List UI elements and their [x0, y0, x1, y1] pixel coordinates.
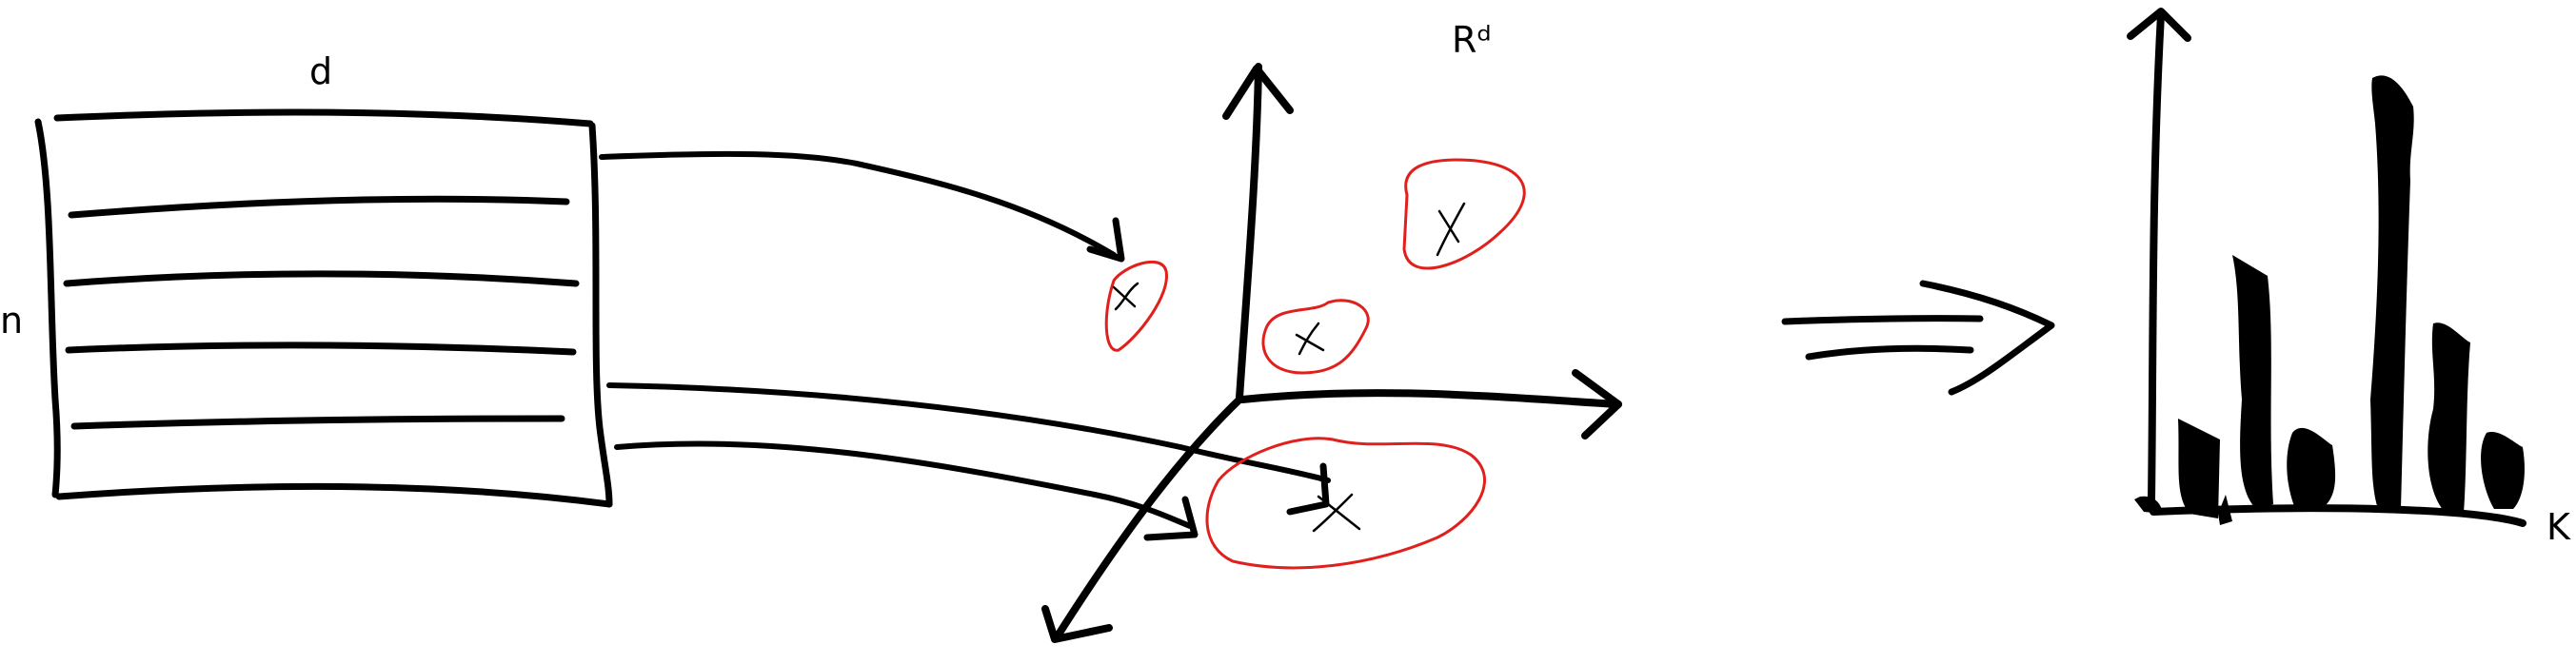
- histogram-bar-3: [2287, 427, 2336, 506]
- clusters: [1104, 158, 1526, 570]
- matrix-right-edge: [588, 122, 613, 508]
- point-1: [1112, 282, 1139, 311]
- cluster-outline-2: [1402, 158, 1526, 270]
- mapping-arrowhead-3: [1143, 496, 1199, 541]
- implies-arrowhead: [1919, 280, 2055, 396]
- space-y-arrowhead: [1222, 65, 1294, 120]
- matrix-left-edge: [34, 118, 61, 498]
- histogram: K: [2127, 8, 2571, 548]
- histogram-bar-2: [2232, 255, 2273, 509]
- histogram-y-axis: [2148, 10, 2165, 503]
- space-label: Rᵈ: [1452, 19, 1492, 61]
- implies-arrow-upper: [1781, 315, 1984, 325]
- feature-space: Rᵈ: [1041, 19, 1622, 643]
- mapping-arrowhead-2: [1286, 462, 1330, 516]
- cluster-outline-1: [1104, 261, 1168, 352]
- histogram-bar-8: [2218, 495, 2232, 525]
- implies-arrow-lower: [1805, 344, 1974, 361]
- matrix-top-edge: [53, 108, 594, 127]
- mapping-arrowhead-1: [1086, 217, 1125, 263]
- histogram-bar-7: [2134, 496, 2163, 514]
- histogram-bar-5: [2427, 322, 2470, 514]
- mapping-arrow-2: [606, 382, 1331, 483]
- implies-arrow: [1781, 280, 2055, 396]
- space-z-arrowhead: [1041, 605, 1113, 643]
- histogram-bar-6: [2481, 431, 2525, 509]
- space-x-axis: [1238, 389, 1622, 408]
- cluster-outline-3: [1261, 299, 1370, 375]
- matrix-row-4: [70, 415, 565, 430]
- point-3: [1295, 322, 1325, 356]
- point-4: [1312, 493, 1361, 533]
- matrix-row-1: [68, 195, 570, 219]
- matrix-bottom-edge: [55, 482, 613, 508]
- space-y-axis: [1236, 63, 1262, 401]
- matrix-row-2: [63, 270, 580, 287]
- histogram-label-k: K: [2546, 506, 2571, 548]
- dimension-label-d: d: [309, 50, 332, 92]
- histogram-bar-1: [2178, 419, 2220, 518]
- mapping-arrow-1: [599, 150, 1117, 258]
- cluster-outline-4: [1205, 437, 1486, 570]
- mapping-arrow-3: [614, 440, 1193, 529]
- point-2: [1436, 202, 1466, 257]
- mapping-arrows: [599, 150, 1331, 541]
- space-z-axis: [1053, 396, 1243, 641]
- data-matrix: d n: [0, 50, 613, 508]
- histogram-y-arrowhead: [2127, 8, 2191, 42]
- histogram-bar-4: [2370, 75, 2414, 509]
- rows-label-n: n: [0, 300, 23, 342]
- matrix-row-3: [65, 342, 577, 356]
- space-x-arrowhead: [1572, 369, 1622, 439]
